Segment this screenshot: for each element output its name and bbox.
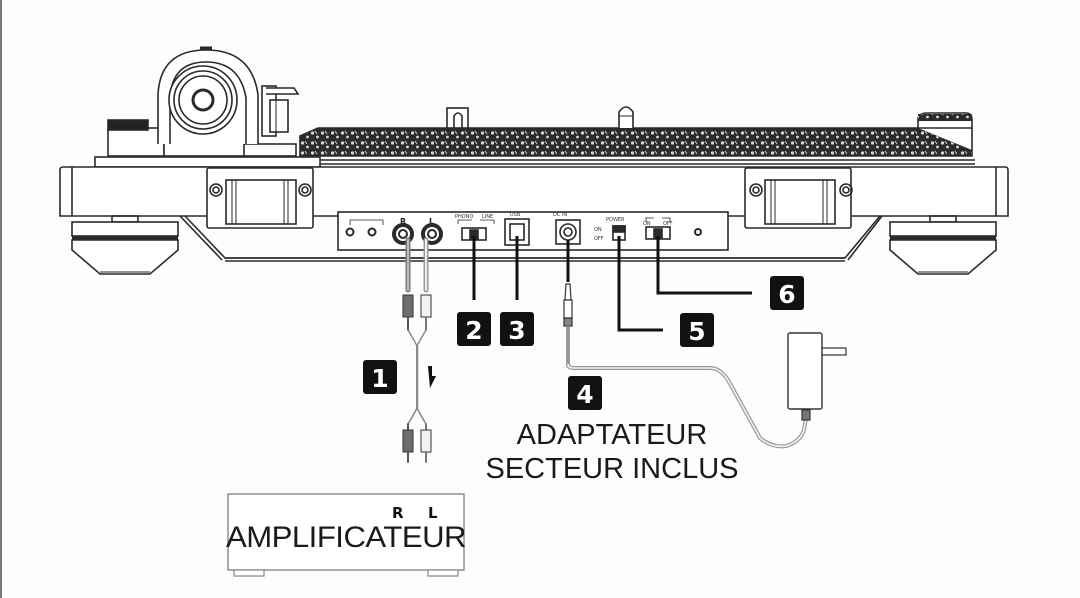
rca-plug-red-bottom (402, 429, 414, 453)
callout-3: 3 (500, 312, 534, 346)
callout-1-number: 1 (371, 364, 388, 393)
amp-input-r-label: R (392, 504, 404, 522)
rca-cable (402, 237, 436, 463)
amplifier-label: AMPLIFICATEUR (226, 521, 466, 554)
selector-label-line: LINE (482, 214, 493, 220)
callout-6-number: 6 (778, 280, 795, 309)
callout-5-number: 5 (688, 317, 705, 346)
callout-2: 2 (457, 312, 491, 346)
hinge-right (744, 167, 853, 229)
foot-right (889, 215, 997, 275)
panel-label-r: R (400, 217, 406, 226)
tonearm (94, 46, 321, 168)
spindle (618, 106, 634, 128)
page-edge-line (0, 0, 2, 598)
autostop-on-label: ON (643, 221, 651, 227)
power-adapter (563, 283, 847, 449)
adapter-label-line2: SECTEUR INCLUS (486, 453, 739, 485)
amp-input-l-label: L (428, 504, 438, 522)
callout-4-number: 4 (576, 380, 593, 409)
callout-1: 1 (363, 360, 397, 394)
selector-label-phono: PHONO (455, 214, 473, 220)
adapter-prong (821, 347, 847, 356)
power-off-label: OFF (594, 236, 604, 242)
panel-markings: R L PHONO LINE USB DC IN POWER ON OFF ON… (400, 212, 673, 242)
dc-in-label: DC IN (553, 212, 567, 218)
leader-6 (656, 236, 752, 295)
rear-panel (337, 211, 729, 251)
callout-2-number: 2 (465, 316, 482, 345)
rca-plug-red-top (402, 294, 414, 318)
power-on-label: ON (594, 227, 602, 233)
leader-lines (472, 236, 752, 332)
panel-label-l: L (429, 217, 434, 226)
amplifier: R L AMPLIFICATEUR (226, 493, 467, 577)
callout-4: 4 (568, 376, 602, 410)
callout-6: 6 (770, 276, 804, 310)
foot-left (71, 215, 179, 275)
rca-plug-white-bottom (420, 429, 432, 453)
leader-5 (617, 236, 663, 332)
usb-label: USB (510, 212, 521, 218)
hinge-left (206, 167, 314, 229)
callout-5: 5 (680, 313, 714, 347)
power-label: POWER (606, 217, 625, 223)
autostop-off-label: OFF (663, 221, 673, 227)
platter (296, 127, 975, 168)
adapter-holder (446, 107, 469, 129)
rca-plug-white-top (420, 294, 432, 318)
pitch-knob (917, 112, 973, 150)
turntable (59, 46, 1009, 275)
adapter-body (787, 332, 823, 410)
callout-3-number: 3 (508, 316, 525, 345)
direction-arrow-icon (428, 366, 436, 388)
adapter-label-line1: ADAPTATEUR (517, 419, 708, 451)
